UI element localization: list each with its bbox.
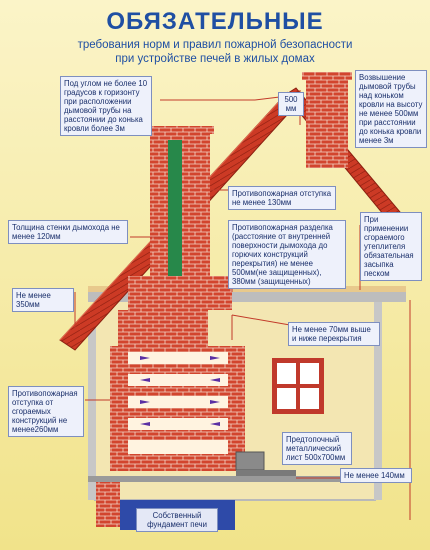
note-350mm: Не менее 350мм — [12, 288, 74, 312]
note-wall-thickness: Толщина стенки дымохода не менее 120мм — [8, 220, 128, 244]
note-140mm: Не менее 140мм — [340, 468, 412, 483]
ridge-chimney — [306, 78, 348, 168]
floor — [88, 476, 382, 482]
note-insulation: При применении сгораемого утеплителя обя… — [360, 212, 422, 281]
flue-channel — [168, 140, 182, 280]
note-prefurnace-sheet: Предтопочный металлический лист 500х700м… — [282, 432, 352, 465]
stove-upper — [118, 310, 208, 346]
page-title: ОБЯЗАТЕЛЬНЫЕ — [106, 8, 324, 35]
ridge-chimney-cap — [302, 72, 352, 80]
main-chimney-cap — [146, 126, 214, 134]
note-elevation: Возвышение дымовой трубы над коньком кро… — [355, 70, 427, 148]
note-setback-260: Противопожарная отступка от сгораемых ко… — [8, 386, 84, 437]
smoke-channel-1 — [128, 352, 228, 364]
note-overlap-70: Не менее 70мм выше и ниже перекрытия — [288, 322, 380, 346]
page-subtitle: требования норм и правил пожарной безопа… — [0, 38, 430, 66]
smoke-channel-4 — [128, 418, 228, 430]
prefurnace-sheet — [236, 470, 296, 476]
note-setback-130: Противопожарная отступка не менее 130мм — [228, 186, 336, 210]
ceiling-cutting — [128, 276, 232, 310]
smoke-channel-2 — [128, 374, 228, 386]
subtitle-line-1: требования норм и правил пожарной безопа… — [77, 39, 353, 51]
note-foundation: Собственный фундамент печи — [136, 508, 218, 532]
firebox-door — [235, 451, 265, 471]
right-wall — [374, 300, 382, 500]
ceiling-slab — [88, 292, 406, 302]
smoke-channel-3 — [128, 396, 228, 408]
subtitle-line-2: при устройстве печей в жилых домах — [115, 53, 315, 65]
insulation-layer — [88, 286, 406, 292]
note-angle: Под углом не более 10 градусов к горизон… — [60, 76, 152, 136]
left-wall — [88, 310, 96, 500]
gas-flow-arrows — [140, 356, 220, 426]
note-500mm: 500 мм — [278, 92, 304, 116]
note-cutting: Противопожарная разделка (расстояние от … — [228, 220, 346, 289]
foundation-side — [96, 482, 120, 527]
firebox — [128, 440, 228, 454]
